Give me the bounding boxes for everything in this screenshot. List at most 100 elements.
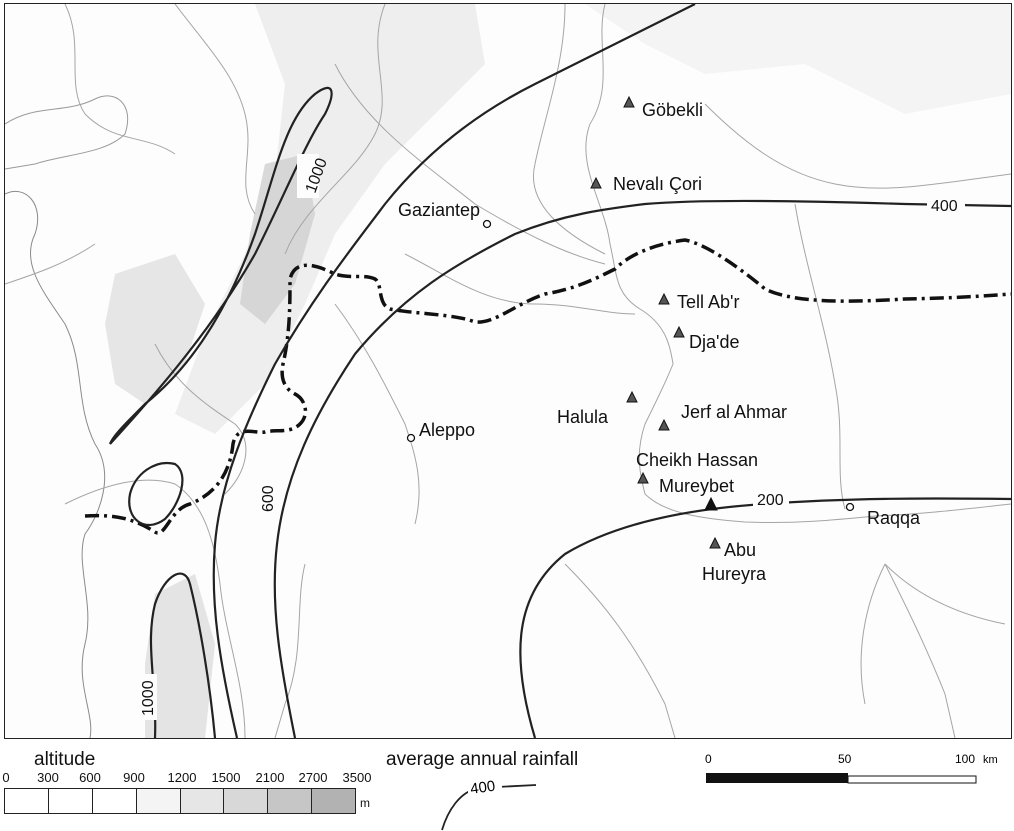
altitude-tick: 2700 (298, 770, 328, 785)
scale-label-100: 100 (955, 752, 975, 766)
altitude-swatch (312, 789, 355, 813)
scale-label-50: 50 (838, 752, 852, 766)
site-marker-gobekli[interactable] (623, 95, 635, 108)
rivers (5, 4, 1011, 738)
highland-ridge (240, 154, 315, 324)
isohyet-600 (212, 4, 696, 738)
site-markers (590, 95, 721, 549)
scale-bar-white (847, 775, 977, 784)
site-label-jerf-al-ahmar: Jerf al Ahmar (681, 402, 787, 422)
altitude-swatch (180, 789, 225, 813)
altitude-tick: 1200 (167, 770, 197, 785)
site-label-cheikh-hassan: Cheikh Hassan (636, 450, 758, 470)
map-canvas: 1000 600 1000 400 200 Göbekli Nevalı Çor… (5, 4, 1011, 738)
river-tributary-2 (284, 4, 386, 255)
scale-bar: 0 50 100 km (705, 752, 998, 784)
coast-inlet (5, 95, 129, 170)
altitude-legend-title: altitude (34, 749, 96, 770)
highland-northeast (585, 4, 1011, 114)
altitude-tick: 1500 (211, 770, 241, 785)
isohyet-label-1000-south: 1000 (140, 680, 157, 716)
altitude-swatch (268, 789, 313, 813)
site-labels: Göbekli Nevalı Çori Tell Ab'r Dja'de Hal… (557, 100, 787, 584)
site-label-tell-abr: Tell Ab'r (677, 292, 739, 312)
site-marker-halula[interactable] (626, 390, 638, 403)
site-label-gobekli: Göbekli (642, 100, 703, 120)
rainfall-legend-title: average annual rainfall (386, 749, 579, 770)
international-border (84, 238, 1011, 535)
site-marker-jerf-al-ahmar[interactable] (658, 418, 670, 431)
isohyets (108, 4, 1011, 738)
altitude-swatch (224, 789, 269, 813)
rainfall-legend-value: 400 (469, 778, 496, 798)
isohyet-1000-south (149, 572, 217, 738)
altitude-tick: 0 (2, 770, 10, 785)
city-marker-gaziantep[interactable] (482, 219, 492, 229)
site-marker-nevali-cori[interactable] (590, 176, 602, 189)
isohyet-400 (273, 199, 1011, 738)
altitude-swatch (136, 789, 181, 813)
river-north-1 (64, 4, 176, 155)
river-euphrates-upper (585, 4, 1011, 524)
isohyet-1000-north (108, 86, 333, 445)
site-label-nevali-cori: Nevalı Çori (613, 174, 702, 194)
altitude-legend-bar (4, 788, 356, 814)
river-se-1 (564, 563, 676, 738)
site-marker-mureybet[interactable] (704, 496, 718, 511)
highland-taurus (175, 4, 485, 434)
scale-unit: km (983, 754, 998, 766)
river-se-3 (860, 563, 886, 705)
scale-label-0: 0 (705, 752, 712, 766)
altitude-swatch (92, 789, 137, 813)
altitude-legend-ticks: 0 300 600 900 1200 1500 2100 2700 3500 (0, 770, 400, 788)
river-se-4 (884, 563, 1006, 625)
city-label-aleppo: Aleppo (419, 420, 475, 440)
site-marker-cheikh-hassan[interactable] (637, 471, 649, 484)
altitude-tick: 3500 (342, 770, 372, 785)
city-markers (406, 219, 855, 512)
city-marker-raqqa[interactable] (845, 502, 855, 512)
city-label-gaziantep: Gaziantep (398, 200, 480, 220)
highland-shading (105, 4, 1011, 738)
river-tributary-1 (533, 4, 606, 255)
altitude-tick: 2100 (255, 770, 285, 785)
river-se-2 (884, 563, 956, 738)
site-marker-djade[interactable] (673, 325, 685, 338)
site-label-hureyra: Hureyra (702, 564, 767, 584)
altitude-swatch (5, 789, 49, 813)
highland-amanus (105, 254, 205, 404)
isohyet-labels: 1000 600 1000 400 200 (139, 154, 965, 720)
map-frame: 1000 600 1000 400 200 Göbekli Nevalı Çor… (4, 3, 1012, 739)
isohyet-label-200: 200 (757, 492, 784, 509)
isohyet-1000-loop (128, 461, 184, 526)
river-east-1 (704, 103, 1011, 189)
site-label-mureybet: Mureybet (659, 476, 734, 496)
site-label-abu: Abu (724, 540, 756, 560)
river-north-2 (174, 4, 256, 215)
site-label-djade: Dja'de (689, 332, 739, 352)
altitude-legend-unit: m (360, 796, 370, 810)
altitude-swatch (48, 789, 93, 813)
isohyet-200 (519, 497, 1011, 738)
city-labels: Gaziantep Aleppo Raqqa (398, 200, 921, 528)
river-west-1 (5, 243, 96, 285)
river-sajur (404, 253, 636, 315)
city-label-raqqa: Raqqa (867, 508, 921, 528)
river-orontes (64, 479, 246, 738)
scale-bar-black (706, 773, 848, 783)
site-marker-tell-abr[interactable] (658, 292, 670, 305)
site-marker-abu-hureyra[interactable] (709, 536, 721, 549)
city-marker-aleppo[interactable] (406, 433, 416, 443)
river-tributary-3 (334, 63, 606, 265)
isohyet-label-400: 400 (931, 198, 958, 215)
rainfall-legend-sample: 400 (441, 776, 537, 831)
river-queiq (334, 303, 420, 525)
site-label-halula: Halula (557, 407, 609, 427)
coastline (5, 190, 106, 738)
river-balikh (794, 203, 846, 510)
river-afrin (154, 343, 247, 495)
altitude-tick: 900 (123, 770, 145, 785)
altitude-tick: 600 (79, 770, 101, 785)
altitude-tick: 300 (37, 770, 59, 785)
isohyet-label-600: 600 (260, 485, 277, 512)
